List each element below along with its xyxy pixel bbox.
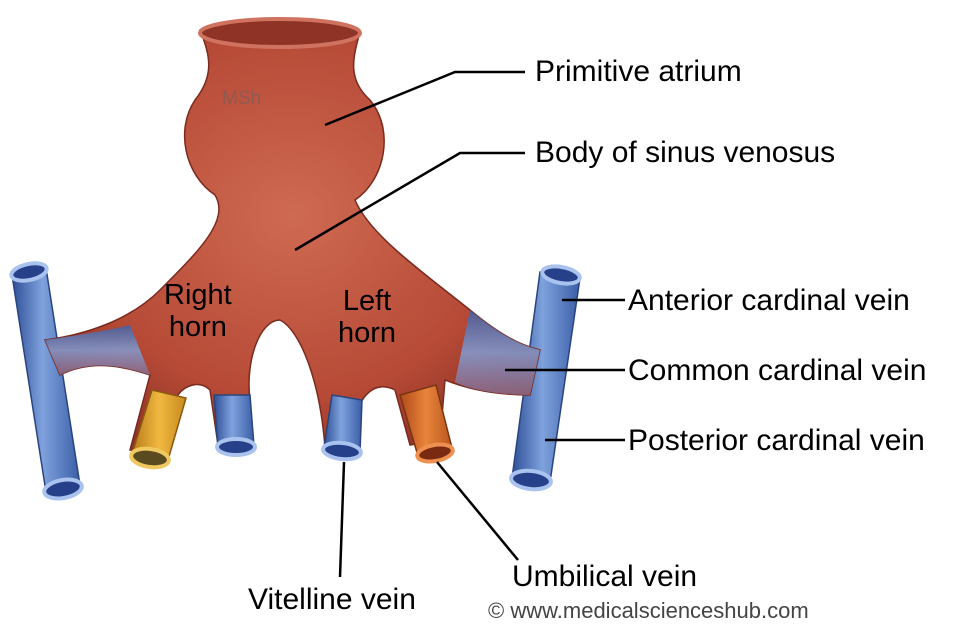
image-watermark: MSh: [222, 88, 262, 109]
copyright-notice: © www.medicalscienceshub.com: [488, 598, 809, 623]
left-cardinal-vein: [509, 264, 582, 492]
left-horn-label: Left horn: [338, 285, 397, 350]
label-posterior-cardinal-vein: Posterior cardinal vein: [628, 424, 925, 457]
sinus-venosus-body: [43, 18, 541, 456]
label-vitelline-vein: Vitelline vein: [248, 583, 416, 616]
label-common-cardinal-vein: Common cardinal vein: [628, 354, 927, 387]
leader-primitive-atrium: [324, 70, 525, 127]
leader-body-of-sinus-venosus: [294, 151, 525, 252]
atrium-opening: [198, 17, 362, 49]
right-cardinal-vein: [9, 261, 84, 501]
right-umbilical-vein: [129, 389, 187, 470]
leader-lines: [294, 70, 625, 578]
leader-vitelline-vein: [338, 461, 346, 578]
left-umbilical-vein: [399, 384, 455, 464]
common-cardinal-right-tint: [45, 325, 150, 375]
label-anterior-cardinal-vein: Anterior cardinal vein: [628, 284, 910, 317]
left-vitelline-vein: [321, 394, 363, 462]
right-horn-label: Right horn: [164, 279, 232, 344]
right-vitelline-vein: [213, 394, 257, 457]
label-body-of-sinus-venosus: Body of sinus venosus: [535, 136, 836, 169]
leader-umbilical-vein: [436, 461, 519, 561]
label-primitive-atrium: Primitive atrium: [535, 55, 742, 88]
common-cardinal-left-tint: [455, 310, 540, 395]
label-umbilical-vein: Umbilical vein: [512, 560, 698, 593]
